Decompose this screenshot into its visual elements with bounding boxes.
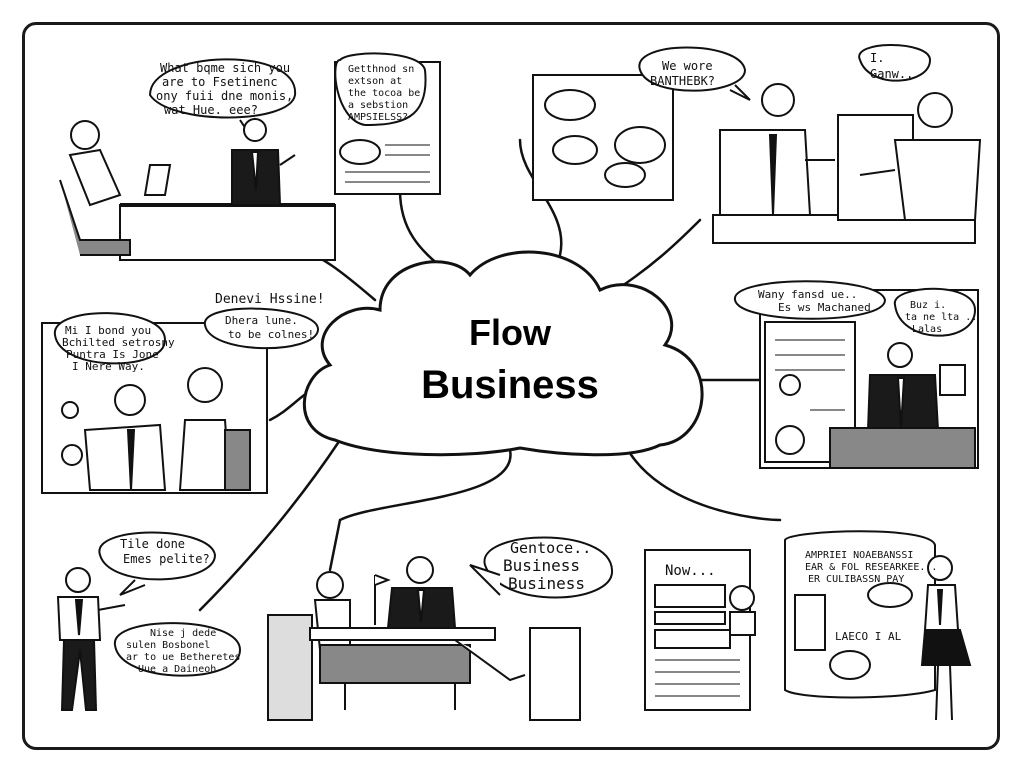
panel-top-right <box>712 44 982 244</box>
bubble-text: Uue a Daineoh <box>138 664 216 675</box>
panel-bottom-right <box>784 530 972 721</box>
bubble-text: Mi I bond you <box>65 324 151 337</box>
outer-frame <box>22 22 1000 750</box>
bubble-text: Nise j dede <box>150 628 216 639</box>
note-text: AMPSIELSS? <box>348 112 408 123</box>
bubble-text: are to Fsetinenc <box>162 75 278 89</box>
bubble-text: Lalas <box>912 324 942 335</box>
cloud-title-line1: Flow <box>469 312 552 353</box>
bubble-text: Bchilted setrosny <box>62 336 175 349</box>
bubble-text: Es ws Machaned <box>778 301 871 314</box>
panel-bottom-center <box>267 536 614 721</box>
bubble-text: Dhera lune. <box>225 314 298 327</box>
note-text: Getthnod sn <box>348 64 414 75</box>
connector-line <box>198 438 342 612</box>
bubble-text: ta ne lta .. <box>905 312 977 323</box>
note-text: extson at <box>348 76 402 87</box>
paper-title: Now... <box>665 563 716 579</box>
note-text: the tocoa be <box>348 88 420 99</box>
bubble-text: ar to ue Betheretes <box>126 652 240 663</box>
bubble-text: Buz i. <box>910 300 946 311</box>
panel-right-middle <box>734 280 979 469</box>
connector-line <box>398 188 447 272</box>
bubble-text: I Nere Way. <box>72 360 145 373</box>
bubble-text: I. <box>870 51 884 65</box>
board-text: EAR & FOL RESEARKEE... <box>805 562 937 573</box>
bubble-text: to be colnes! <box>228 328 314 341</box>
panel-bottom-paper <box>644 549 756 711</box>
connector-line <box>623 443 782 522</box>
bubble-text: Business <box>508 574 585 593</box>
panel-top-center <box>532 46 751 201</box>
panel-bottom-left <box>56 531 242 711</box>
bubble-text: Business <box>503 556 580 575</box>
bubble-text: BANTHEBK? <box>650 74 715 88</box>
bubble-text: sulen Bosbonel <box>126 640 210 651</box>
bubble-text: Tile done <box>120 537 185 551</box>
panel-top-left <box>59 58 336 261</box>
bubble-text: ony fuii dne monis, <box>156 89 293 103</box>
panel-left-middle <box>41 307 320 494</box>
bubble-text: Puntra Is Jone <box>66 348 159 361</box>
note-text: a sebstion <box>348 100 408 111</box>
board-text: AMPRIEI NOAEBANSSI <box>805 550 913 561</box>
bubble-text: Emes pelite? <box>123 552 210 566</box>
bubble-text: What bqme sich you <box>160 61 290 75</box>
panel-caption: Denevi Hssine! <box>215 292 325 307</box>
bubble-text: wat Hue. eee? <box>164 103 258 117</box>
connector-line <box>328 448 512 572</box>
bubble-text: Wany fansd ue.. <box>758 288 857 301</box>
central-cloud: Flow Business <box>302 250 704 457</box>
bubble-text: We wore <box>662 59 713 73</box>
bubble-text: Ganw.. <box>870 67 913 81</box>
board-label: LAECO I AL <box>835 630 902 643</box>
cloud-title-line2: Business <box>421 363 599 407</box>
panel-top-note <box>334 52 441 195</box>
board-text: ER CULIBASSN PAY <box>808 574 904 585</box>
bubble-text: Gentoce.. <box>510 539 591 557</box>
